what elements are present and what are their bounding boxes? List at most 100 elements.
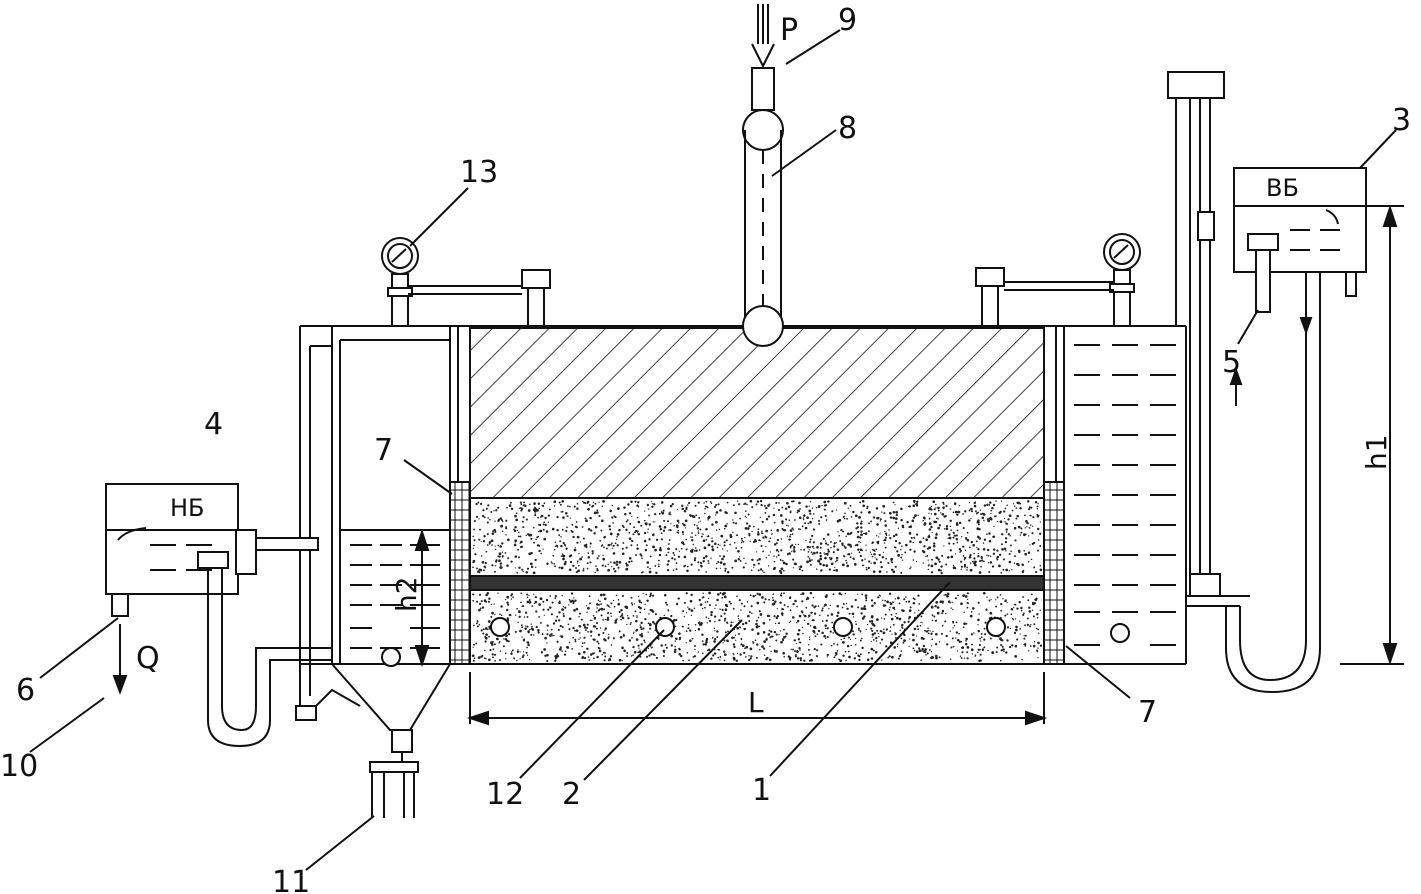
- soil-grain: [710, 613, 713, 617]
- soil-grain: [705, 500, 708, 503]
- soil-grain: [706, 600, 709, 603]
- soil-grain: [865, 566, 867, 569]
- soil-grain: [1010, 550, 1012, 553]
- soil-grain: [928, 522, 932, 525]
- soil-grain: [917, 628, 920, 631]
- soil-grain: [1008, 570, 1011, 572]
- soil-grain: [526, 646, 529, 649]
- soil-grain: [721, 557, 724, 561]
- soil-grain: [807, 522, 810, 525]
- soil-grain: [996, 558, 999, 561]
- soil-grain: [788, 658, 792, 661]
- soil-grain: [600, 603, 602, 605]
- soil-grain: [884, 599, 887, 602]
- soil-grain: [982, 548, 986, 551]
- soil-grain: [572, 535, 575, 539]
- soil-grain: [749, 657, 752, 660]
- soil-grain: [616, 536, 618, 538]
- soil-grain: [724, 631, 727, 634]
- soil-grain: [859, 639, 862, 642]
- soil-grain: [864, 558, 866, 560]
- soil-grain: [484, 627, 488, 630]
- soil-grain: [554, 659, 557, 662]
- soil-grain: [891, 633, 893, 635]
- soil-grain: [1037, 656, 1039, 659]
- soil-grain: [519, 651, 521, 653]
- soil-grain: [851, 612, 855, 616]
- soil-grain: [678, 550, 680, 552]
- soil-grain: [964, 642, 968, 646]
- soil-grain: [960, 568, 963, 571]
- soil-grain: [686, 569, 689, 573]
- soil-grain: [723, 612, 726, 615]
- soil-grain: [924, 629, 926, 632]
- soil-grain: [915, 650, 919, 654]
- soil-grain: [952, 536, 955, 539]
- soil-grain: [551, 562, 553, 564]
- soil-grain: [604, 565, 607, 568]
- soil-grain: [872, 649, 875, 652]
- soil-grain: [904, 551, 907, 554]
- soil-grain: [546, 653, 549, 657]
- soil-grain: [510, 598, 513, 600]
- soil-grain: [918, 647, 921, 650]
- soil-grain: [820, 516, 823, 519]
- soil-grain: [599, 627, 602, 629]
- soil-grain: [952, 608, 954, 611]
- soil-grain: [617, 507, 620, 510]
- soil-grain: [838, 534, 841, 537]
- soil-grain: [970, 611, 973, 613]
- soil-grain: [903, 633, 906, 637]
- soil-grain: [965, 637, 967, 640]
- soil-grain: [1021, 659, 1023, 661]
- soil-grain: [599, 593, 603, 597]
- soil-grain: [951, 637, 954, 640]
- soil-grain: [632, 615, 635, 617]
- soil-grain: [605, 547, 608, 550]
- soil-grain: [535, 566, 537, 568]
- soil-grain: [747, 614, 750, 618]
- soil-grain: [788, 525, 790, 527]
- soil-grain: [808, 636, 811, 638]
- soil-grain: [809, 520, 812, 524]
- soil-grain: [646, 503, 650, 507]
- soil-grain: [737, 617, 740, 620]
- soil-grain: [912, 516, 916, 519]
- soil-grain: [729, 543, 731, 546]
- soil-grain: [955, 537, 959, 541]
- soil-grain: [701, 633, 704, 636]
- soil-grain: [681, 530, 685, 534]
- soil-grain: [1031, 525, 1034, 527]
- soil-grain: [756, 601, 760, 605]
- soil-grain: [505, 527, 508, 530]
- soil-grain: [560, 635, 564, 638]
- soil-grain: [603, 546, 605, 549]
- soil-grain: [652, 545, 655, 549]
- soil-grain: [731, 566, 734, 569]
- soil-grain: [782, 561, 786, 565]
- soil-grain: [724, 608, 728, 611]
- soil-grain: [484, 640, 487, 643]
- soil-grain: [571, 523, 574, 526]
- soil-grain: [858, 516, 861, 519]
- soil-grain: [534, 514, 537, 517]
- soil-grain: [538, 544, 541, 547]
- soil-grain: [922, 562, 924, 564]
- soil-grain: [665, 646, 668, 649]
- soil-grain: [881, 638, 884, 641]
- soil-grain: [854, 598, 857, 602]
- soil-grain: [614, 621, 617, 624]
- soil-grain: [963, 563, 967, 566]
- soil-grain: [755, 656, 758, 659]
- soil-grain: [498, 559, 501, 563]
- soil-grain: [825, 594, 828, 597]
- soil-grain: [775, 501, 778, 504]
- soil-grain: [865, 549, 867, 551]
- soil-grain: [989, 616, 991, 619]
- soil-grain: [507, 538, 510, 542]
- soil-grain: [472, 535, 475, 538]
- soil-grain: [807, 616, 809, 618]
- soil-grain: [981, 516, 985, 520]
- soil-grain: [819, 554, 822, 558]
- soil-grain: [952, 566, 956, 570]
